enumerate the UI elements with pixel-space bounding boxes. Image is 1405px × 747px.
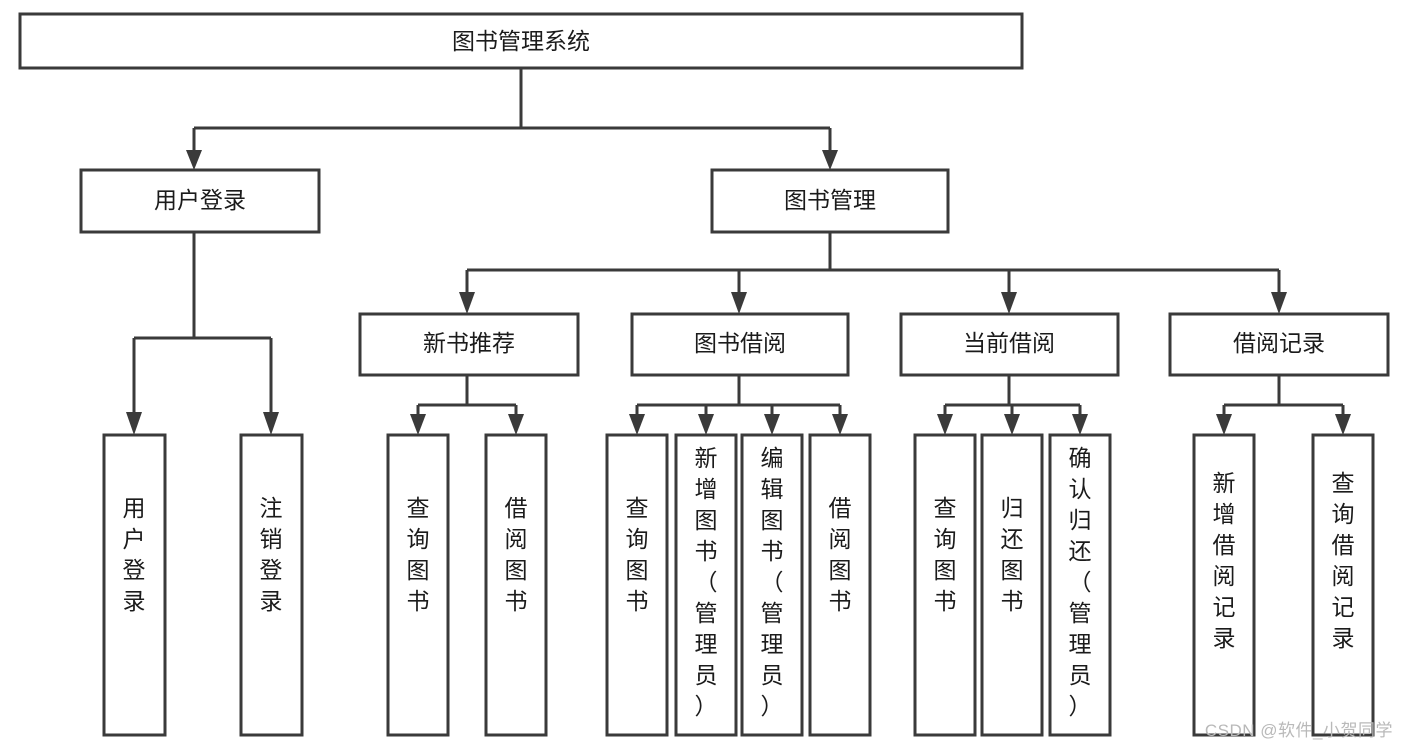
node-leaf-confirm-return-box[interactable] [1048,433,1112,737]
arrow-bm-book-borrow [731,292,747,314]
node-new-book-recommend[interactable]: 新书推荐 [358,312,580,377]
arrow-to-user-login [186,150,202,170]
node-leaf-borrow-book-1-box[interactable] [484,433,548,737]
node-current-borrow[interactable]: 当前借阅 [899,312,1120,377]
node-leaf-query-book-2-box[interactable] [605,433,669,737]
node-leaf-query-book-1-box[interactable] [386,433,450,737]
arrow-to-book-manage [822,150,838,170]
node-book-borrow[interactable]: 图书借阅 [630,312,850,377]
node-borrow-record-label: 借阅记录 [1233,330,1325,356]
node-current-borrow-box[interactable] [899,312,1120,377]
edges-layer [126,68,1351,435]
node-leaf-user-logout-box[interactable] [239,433,304,737]
arrow-ul-leaf1 [126,412,142,435]
node-leaf-confirm-return-label: 确认归还（管理员） [1069,445,1092,719]
node-leaf-query-book-2-label: 查询图书 [626,495,649,614]
node-leaf-query-book-1-label: 查询图书 [407,495,430,614]
arrow-ul-leaf2 [263,412,279,435]
node-leaf-user-logout[interactable]: 注销登录 [239,433,304,737]
arrow-cb-l1 [937,414,953,435]
node-leaf-user-logout-label: 注销登录 [260,495,283,614]
arrow-nb-l2 [508,414,524,435]
node-new-book-recommend-box[interactable] [358,312,580,377]
node-leaf-query-record-label: 查询借阅记录 [1332,470,1355,651]
node-leaf-add-book-box[interactable] [674,433,738,737]
node-book-borrow-box[interactable] [630,312,850,377]
node-leaf-query-book-3[interactable]: 查询图书 [913,433,977,737]
node-leaf-add-book-label: 新增图书（管理员） [695,445,718,719]
node-user-login-box[interactable] [79,168,321,234]
node-leaf-edit-book[interactable]: 编辑图书（管理员） [740,433,804,737]
node-leaf-query-record[interactable]: 查询借阅记录 [1311,433,1375,737]
node-book-manage-box[interactable] [710,168,950,234]
node-root-box[interactable] [18,12,1024,70]
nodes-layer: 图书管理系统 用户登录 图书管理 新书推荐 图书借阅 当前 [18,12,1390,737]
arrow-bb-l3 [764,414,780,435]
node-current-borrow-label: 当前借阅 [963,330,1055,356]
node-leaf-confirm-return[interactable]: 确认归还（管理员） [1048,433,1112,737]
arrow-bb-l1 [629,414,645,435]
node-leaf-borrow-book-2[interactable]: 借阅图书 [808,433,872,737]
node-leaf-add-record-label: 新增借阅记录 [1213,470,1236,651]
node-leaf-user-login-box[interactable] [102,433,167,737]
arrow-bm-borrow-record [1271,292,1287,314]
node-leaf-borrow-book-1[interactable]: 借阅图书 [484,433,548,737]
node-book-manage-label: 图书管理 [784,187,876,213]
node-leaf-edit-book-label: 编辑图书（管理员） [761,445,784,719]
node-leaf-return-book[interactable]: 归还图书 [980,433,1044,737]
node-leaf-borrow-book-2-box[interactable] [808,433,872,737]
node-leaf-query-book-3-box[interactable] [913,433,977,737]
node-user-login-label: 用户登录 [154,187,246,213]
node-leaf-return-book-label: 归还图书 [1001,495,1024,614]
node-root[interactable]: 图书管理系统 [18,12,1024,70]
arrow-cb-l3 [1072,414,1088,435]
arrow-bb-l2 [698,414,714,435]
node-new-book-recommend-label: 新书推荐 [423,330,515,356]
node-book-borrow-label: 图书借阅 [694,330,786,356]
node-user-login[interactable]: 用户登录 [79,168,321,234]
arrow-nb-l1 [410,414,426,435]
arrow-bb-l4 [832,414,848,435]
node-book-manage[interactable]: 图书管理 [710,168,950,234]
node-leaf-add-book[interactable]: 新增图书（管理员） [674,433,738,737]
node-leaf-query-book-3-label: 查询图书 [934,495,957,614]
arrow-cb-l2 [1004,414,1020,435]
node-leaf-user-login-label: 用户登录 [123,495,146,614]
node-borrow-record[interactable]: 借阅记录 [1168,312,1390,377]
node-leaf-return-book-box[interactable] [980,433,1044,737]
node-leaf-edit-book-box[interactable] [740,433,804,737]
node-leaf-borrow-book-1-label: 借阅图书 [505,495,528,614]
node-leaf-query-book-1[interactable]: 查询图书 [386,433,450,737]
node-leaf-query-record-box[interactable] [1311,433,1375,737]
node-leaf-query-book-2[interactable]: 查询图书 [605,433,669,737]
arrow-br-l1 [1216,414,1232,435]
node-leaf-add-record[interactable]: 新增借阅记录 [1192,433,1256,737]
arrow-bm-current-borrow [1001,292,1017,314]
node-borrow-record-box[interactable] [1168,312,1390,377]
arrow-br-l2 [1335,414,1351,435]
node-leaf-add-record-box[interactable] [1192,433,1256,737]
node-root-label: 图书管理系统 [452,28,590,54]
node-leaf-borrow-book-2-label: 借阅图书 [829,495,852,614]
arrow-bm-new-book [459,292,475,314]
node-leaf-user-login[interactable]: 用户登录 [102,433,167,737]
